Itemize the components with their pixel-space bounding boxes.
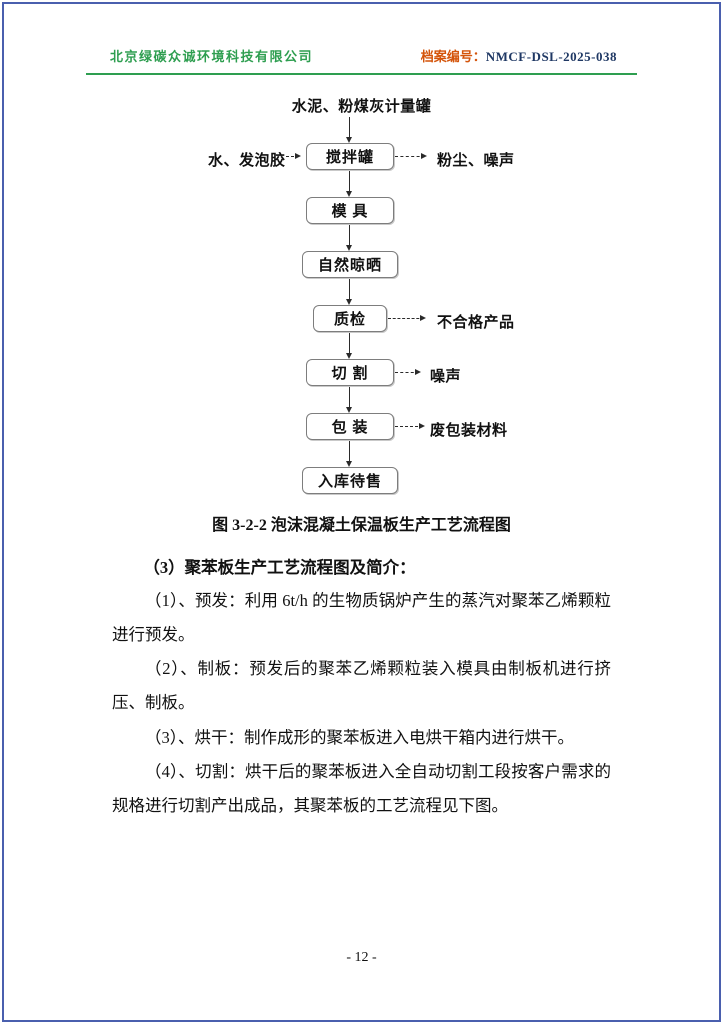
section-heading: （3）聚苯板生产工艺流程图及简介：: [143, 558, 416, 577]
arrow-dashed-waste-packaging: [395, 422, 425, 429]
archive-value: NMCF-DSL-2025-038: [485, 49, 617, 64]
flow-node-air-drying: 自然晾晒: [302, 251, 398, 278]
body-text: （3）聚苯板生产工艺流程图及简介： （1）、预发：利用 6t/h 的生物质锅炉产…: [0, 551, 723, 823]
paragraph-pre-expansion: （1）、预发：利用 6t/h 的生物质锅炉产生的蒸汽对聚苯乙烯颗粒进行预发。: [112, 591, 611, 645]
flow-output-noise: 噪声: [430, 369, 462, 385]
flow-output-dust-noise: 粉尘、噪声: [437, 153, 515, 169]
process-flowchart: 水泥、粉煤灰计量罐 搅拌罐 水、发泡胶 粉尘、噪声 模 具 自然晾晒 质检 不合…: [0, 93, 723, 495]
flow-output-rejects: 不合格产品: [437, 315, 515, 331]
arrow-down-1: [345, 171, 352, 197]
paragraph-board-making: （2）、制板：预发后的聚苯乙烯颗粒装入模具由制板机进行挤压、制板。: [112, 659, 611, 713]
arrow-down-4: [345, 333, 352, 359]
arrow-dashed-dust-noise: [395, 152, 427, 159]
paragraph-drying: （3）、烘干：制作成形的聚苯板进入电烘干箱内进行烘干。: [145, 727, 574, 747]
arrow-down-3: [345, 279, 352, 305]
arrow-down-6: [345, 441, 352, 467]
flow-node-quality-inspection: 质检: [313, 305, 387, 332]
arrow-down-5: [345, 387, 352, 413]
arrow-dashed-input: [286, 152, 301, 159]
flow-input-label: 水、发泡胶: [208, 153, 286, 169]
flow-node-mold: 模 具: [306, 197, 394, 224]
figure-caption: 图 3-2-2 泡沫混凝土保温板生产工艺流程图: [212, 517, 511, 534]
arrow-down-source: [345, 117, 352, 143]
arrow-down-2: [345, 225, 352, 251]
flow-node-warehouse: 入库待售: [302, 467, 398, 494]
paragraph-cutting: （4）、切割：烘干后的聚苯板进入全自动切割工段按客户需求的规格进行切割产出成品，…: [112, 761, 611, 815]
flow-output-waste-packaging: 废包装材料: [430, 423, 508, 439]
archive-label: 档案编号：: [420, 49, 486, 64]
arrow-dashed-rejects: [388, 314, 426, 321]
flow-node-mixing-tank: 搅拌罐: [306, 143, 394, 170]
archive-number: 档案编号：NMCF-DSL-2025-038: [421, 46, 617, 65]
flow-node-cutting: 切 割: [306, 359, 394, 386]
company-name: 北京绿碳众诚环境科技有限公司: [110, 49, 314, 64]
arrow-dashed-noise: [395, 368, 421, 375]
header-divider: [86, 73, 637, 75]
flow-source-label: 水泥、粉煤灰计量罐: [291, 99, 432, 115]
flow-node-packaging: 包 装: [306, 413, 394, 440]
page-number: - 12 -: [346, 950, 377, 965]
page-header: 北京绿碳众诚环境科技有限公司 档案编号：NMCF-DSL-2025-038: [0, 0, 723, 65]
